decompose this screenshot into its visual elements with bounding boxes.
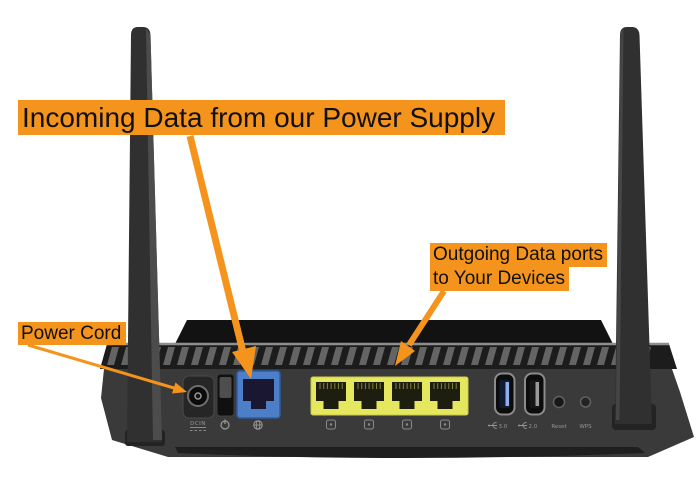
outgoing-data-label-line1: Outgoing Data ports	[430, 243, 608, 267]
dc-jack-pin	[194, 392, 202, 400]
bottom-base	[175, 447, 645, 458]
usb2-tongue	[535, 382, 539, 406]
outgoing-data-label-line2: to Your Devices	[430, 267, 570, 291]
right-antenna-highlight	[615, 28, 624, 420]
usb2-label: 2.0	[529, 424, 538, 430]
router-top-cover	[175, 320, 613, 344]
power-cord-arrow-line	[27, 343, 175, 390]
right-antenna	[615, 27, 652, 424]
incoming-arrow-line	[186, 135, 247, 353]
outgoing-arrow-head	[395, 341, 415, 366]
wan-port-socket	[243, 379, 274, 409]
usb3-tongue	[505, 382, 509, 406]
outgoing-arrow-line	[406, 289, 447, 347]
annotation-arrows	[27, 135, 447, 394]
outgoing-data-label: Outgoing Data ports to Your Devices	[430, 243, 608, 291]
antennas	[125, 27, 656, 446]
dc-in-label: DCIN	[190, 421, 206, 427]
reset-label: Reset	[551, 424, 567, 430]
rear-panel: DCIN	[182, 370, 592, 431]
power-cord-arrow-head	[172, 382, 187, 394]
reset-button	[552, 395, 566, 409]
incoming-arrow-head	[232, 346, 256, 379]
power-icon	[220, 419, 230, 430]
lan-number-tags	[326, 419, 450, 430]
incoming-data-label: Incoming Data from our Power Supply	[18, 100, 506, 135]
lan-block	[310, 376, 469, 416]
wps-label: WPS	[579, 424, 592, 430]
globe-icon	[253, 420, 263, 430]
power-switch-rocker	[219, 377, 232, 398]
usb3-trident-icon	[488, 422, 497, 429]
usb2-trident-icon	[518, 422, 527, 429]
usb3-label: 3.0	[499, 424, 508, 430]
wps-button	[579, 396, 592, 408]
power-cord-label: Power Cord	[18, 322, 127, 345]
lan-port-pins	[319, 383, 457, 389]
